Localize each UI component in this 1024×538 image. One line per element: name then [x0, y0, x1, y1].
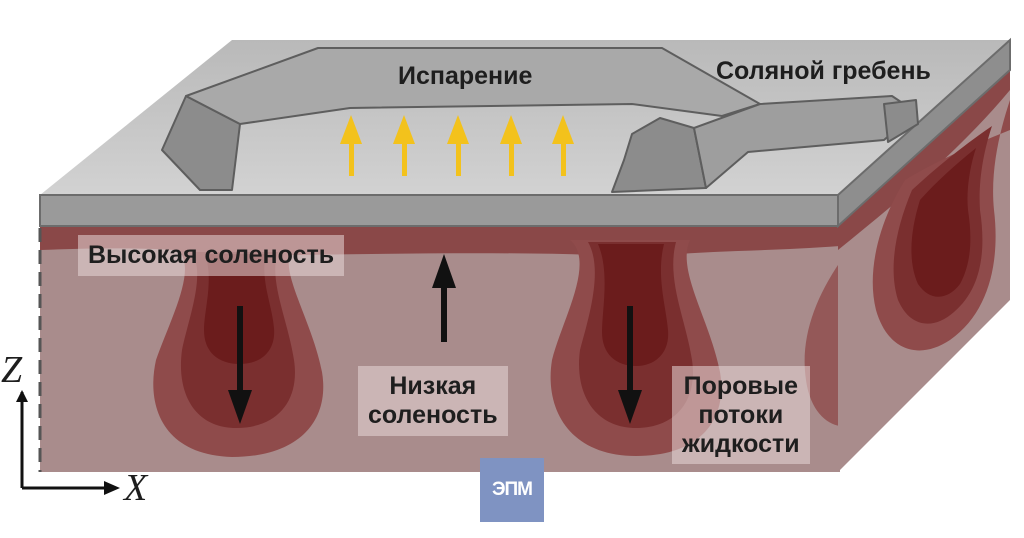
upflow-arrow-middle: [432, 254, 456, 342]
plume-right-edge: [804, 262, 840, 426]
pore-flow-arrows: [228, 254, 642, 424]
z-axis-arrowhead: [16, 390, 28, 402]
logo-badge: ЭПМ: [480, 458, 544, 522]
downflow-arrow-left: [228, 306, 252, 424]
label-pore-flows-line2: потоки: [698, 400, 784, 429]
evaporation-arrow: [552, 115, 574, 176]
label-pore-flows-line3: жидкости: [682, 429, 800, 458]
evaporation-arrow: [500, 115, 522, 176]
ridge-left-wall: [161, 95, 241, 191]
plume-middle-core: [598, 244, 669, 366]
plume-side-core: [911, 148, 976, 297]
label-pore-flows-line1: Поровые: [683, 372, 798, 400]
coordinate-axes: [16, 390, 120, 495]
crust-slab-front: [39, 194, 839, 227]
label-pore-flows: Поровые потоки жидкости: [672, 366, 810, 465]
evaporation-arrow: [340, 115, 362, 176]
evaporation-arrow: [447, 115, 469, 176]
ridge-top-band: [185, 47, 761, 125]
x-axis-arrowhead: [104, 481, 120, 495]
side-salinity-plumes: [838, 60, 1010, 351]
downflow-arrow-right: [618, 306, 642, 424]
label-low-salinity: Низкая соленость: [358, 366, 508, 436]
label-evaporation: Испарение: [398, 62, 533, 90]
axis-label-z: Z: [1, 349, 23, 391]
salt-ridge: [161, 47, 919, 193]
label-salt-crust: Соляной гребень: [716, 57, 931, 85]
ridge-right-end: [883, 99, 919, 143]
evaporation-arrows: [340, 115, 574, 176]
label-low-salinity-line1: Низкая: [389, 372, 477, 400]
axis-label-x: X: [124, 467, 148, 509]
label-high-salinity: Высокая соленость: [78, 235, 345, 276]
label-low-salinity-line2: соленость: [368, 400, 498, 429]
evaporation-arrow: [393, 115, 415, 176]
